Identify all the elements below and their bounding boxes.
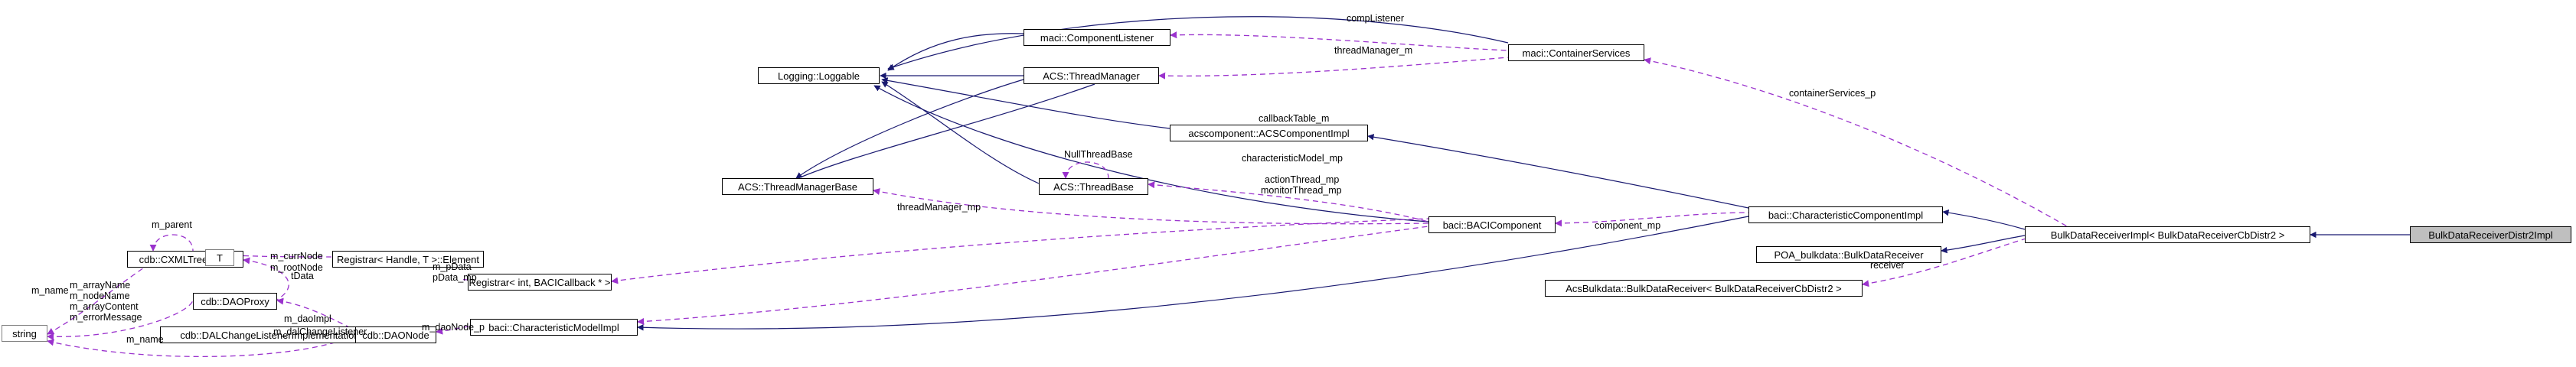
edge-label-m-errormessage: m_errorMessage [70, 312, 142, 323]
node-poa-bulkdata-bulkdatareceiver[interactable]: POA_bulkdata::BulkDataReceiver [1756, 246, 1941, 263]
edge-label-m-dalchangelistener: m_dalChangeListener [273, 326, 367, 337]
edge-label-threadmanager-m: threadManager_m [1334, 45, 1413, 56]
node-maci-containerservices[interactable]: maci::ContainerServices [1508, 44, 1644, 61]
node-acs-threadbase[interactable]: ACS::ThreadBase [1039, 178, 1148, 195]
node-maci-componentlistener[interactable]: maci::ComponentListener [1024, 29, 1170, 46]
edge-label-monitorthread-mp: monitorThread_mp [1261, 185, 1342, 196]
node-registrar-int-bacicallback[interactable]: Registrar< int, BACICallback * > [468, 274, 612, 291]
node-baci-characteristiccomponentimpl[interactable]: baci::CharacteristicComponentImpl [1748, 206, 1943, 223]
node-baci-characteristicmodelimpl[interactable]: baci::CharacteristicModelImpl [470, 319, 638, 336]
node-acscomponent-acscomponentimpl[interactable]: acscomponent::ACSComponentImpl [1170, 125, 1368, 141]
edge-label-component-mp: component_mp [1595, 220, 1661, 231]
edge-label-m-rootnode: m_rootNode [270, 262, 323, 273]
edge-label-pdata-mp: pData_mp [433, 272, 477, 283]
node-bulkdatareceiverimpl[interactable]: BulkDataReceiverImpl< BulkDataReceiverCb… [2025, 226, 2310, 243]
node-template-t[interactable]: T [205, 249, 234, 266]
edge-label-complistener: compListener [1347, 13, 1405, 24]
node-acs-threadmanagerbase[interactable]: ACS::ThreadManagerBase [722, 178, 873, 195]
edge-label-m-daonode-p: m_daoNode_p [422, 322, 485, 333]
edge-label-m-arraycontent: m_arrayContent [70, 301, 139, 312]
edge-label-threadmanager-mp: threadManager_mp [897, 202, 981, 213]
node-string[interactable]: string [2, 325, 47, 342]
node-acs-threadmanager[interactable]: ACS::ThreadManager [1024, 67, 1159, 84]
edge-label-m-pdata: m_pData [433, 261, 472, 272]
node-acsbulkdata-bulkdatareceiver[interactable]: AcsBulkdata::BulkDataReceiver< BulkDataR… [1545, 280, 1863, 297]
edge-label-receiver: receiver [1870, 260, 1905, 271]
node-bulkdatareceiverdistr2impl[interactable]: BulkDataReceiverDistr2Impl [2410, 226, 2571, 243]
edge-label-tdata: tData [291, 271, 314, 281]
edge-label-m-parent: m_parent [152, 219, 192, 230]
usage-edges [47, 31, 2068, 358]
edge-label-m-nodename: m_nodeName [70, 291, 130, 301]
edge-label-nullthreadbase: NullThreadBase [1064, 149, 1133, 160]
edge-label-containerservices-p: containerServices_p [1789, 88, 1876, 99]
edge-label-m-name-left: m_name [31, 285, 69, 296]
edge-label-callbacktable-m: callbackTable_m [1259, 113, 1330, 124]
node-logging-loggable[interactable]: Logging::Loggable [758, 67, 880, 84]
inheritance-edges [637, 16, 2410, 331]
edge-label-actionthread-mp: actionThread_mp [1265, 174, 1340, 185]
edge-label-m-daoimpl: m_daoImpl [284, 313, 331, 324]
edge-label-characteristicmodel-mp: characteristicModel_mp [1242, 153, 1343, 164]
node-cdb-dalchangelistenerimplementation[interactable]: cdb::DALChangeListenerImplementation [160, 326, 380, 343]
node-registrar-handle-t-element[interactable]: Registrar< Handle, T >::Element [332, 251, 484, 268]
edge-label-m-currnode: m_currNode [270, 251, 323, 261]
node-cdb-daoproxy[interactable]: cdb::DAOProxy [193, 293, 277, 310]
node-baci-bacicomponent[interactable]: baci::BACIComponent [1428, 216, 1556, 233]
edge-label-m-name-bottom: m_name [126, 334, 164, 345]
edge-label-m-arrayname: m_arrayName [70, 280, 131, 291]
